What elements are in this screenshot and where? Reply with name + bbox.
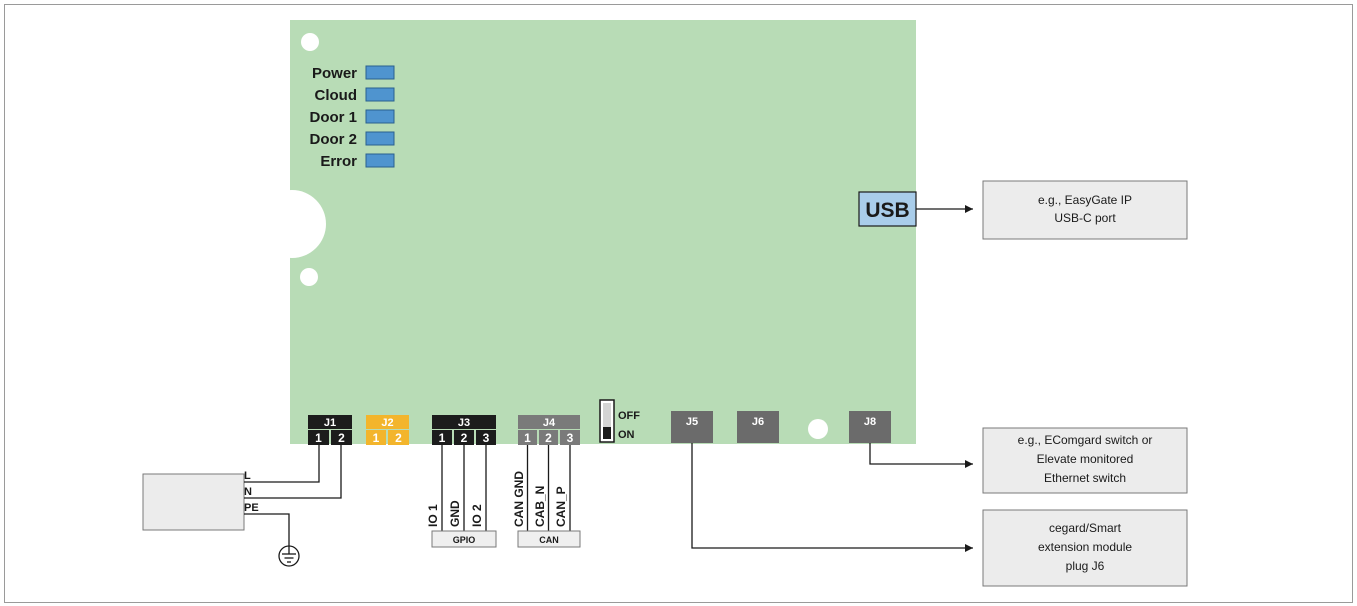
door-1-led — [365, 109, 395, 124]
j8-port-label: J8 — [864, 416, 876, 428]
extension-module-line-3: plug J6 — [1066, 559, 1105, 573]
mounting-cutout — [258, 190, 326, 258]
led-label-door-1: Door 1 — [309, 109, 357, 126]
j3-pin-2 — [454, 430, 474, 445]
gpio-tag-label: GPIO — [453, 535, 476, 545]
j4-pin-2-label: 2 — [545, 431, 552, 445]
can-signal-n: CAB_N — [533, 486, 547, 527]
wire-l-label: L — [244, 470, 251, 482]
j5-port — [671, 411, 713, 443]
diagram-frame — [4, 4, 1353, 603]
wire-n — [244, 445, 342, 499]
j6-port-label: J6 — [752, 416, 764, 428]
j3-title: J3 — [458, 417, 470, 429]
extension-module-box — [982, 509, 1188, 587]
j6-port — [737, 411, 779, 443]
switch-knob — [603, 427, 611, 439]
j3-pin-1 — [432, 430, 452, 445]
gpio-signal-gnd: GND — [448, 500, 462, 527]
can-tag — [517, 530, 581, 548]
j4-pin-1 — [518, 430, 537, 445]
j1-header — [308, 415, 352, 429]
j8-port — [849, 411, 891, 443]
j1-pin-2-label: 2 — [338, 431, 345, 445]
extension-module-line-1: cegard/Smart — [1049, 521, 1122, 535]
mounting-hole — [300, 268, 318, 286]
ethernet-switch-line-3: Ethernet switch — [1044, 471, 1126, 485]
j2-pin-2 — [388, 430, 409, 445]
j4-pin-3 — [560, 430, 580, 445]
wire-l — [244, 445, 320, 483]
error-led — [365, 153, 395, 168]
usb-target-box — [982, 180, 1188, 240]
j4-pin-3-label: 3 — [567, 431, 574, 445]
usb-target-line-1: e.g., EasyGate IP — [1038, 193, 1132, 207]
wire-pe-label: PE — [244, 502, 259, 514]
j2-pin-1-label: 1 — [373, 431, 380, 445]
cloud-led — [365, 87, 395, 102]
usb-target-line-2: USB-C port — [1054, 211, 1116, 225]
j4-header — [518, 415, 580, 429]
switch-on-label: ON — [618, 429, 635, 441]
can-signal-p: CAN_P — [554, 486, 568, 527]
power-led — [365, 65, 395, 80]
gpio-tag — [431, 530, 497, 548]
j4-title: J4 — [543, 417, 556, 429]
usb-port-label: USB — [865, 199, 909, 222]
wire-pe — [244, 513, 290, 546]
extension-module-line-2: extension module — [1038, 540, 1132, 554]
led-label-door-2: Door 2 — [309, 131, 357, 148]
j3-pin-3 — [476, 430, 496, 445]
j1-pin-2 — [331, 430, 352, 445]
gpio-signal-io1: IO 1 — [426, 504, 440, 527]
j1-pin-1 — [308, 430, 329, 445]
led-label-error: Error — [320, 153, 357, 170]
j8-arrow — [869, 443, 973, 468]
can-signal-gnd: CAN GND — [512, 471, 526, 527]
j5-port-label: J5 — [686, 416, 698, 428]
j4-pin-2 — [539, 430, 558, 445]
ground-icon — [278, 545, 300, 567]
ethernet-switch-line-1: e.g., EComgard switch or — [1018, 433, 1153, 447]
j3-header — [432, 415, 496, 429]
ethernet-switch-box — [982, 427, 1188, 494]
j3-pin-1-label: 1 — [439, 431, 446, 445]
power-supply-box — [142, 473, 245, 531]
switch-slot — [603, 403, 611, 427]
led-label-power: Power — [312, 65, 357, 82]
ethernet-switch-line-2: Elevate monitored — [1037, 452, 1134, 466]
gpio-signal-io2: IO 2 — [470, 504, 484, 527]
wire-n-label: N — [244, 486, 252, 498]
j4-pin-1-label: 1 — [524, 431, 531, 445]
j3-pin-3-label: 3 — [483, 431, 490, 445]
can-tag-label: CAN — [539, 535, 559, 545]
j5-arrow — [691, 443, 973, 552]
j2-header — [366, 415, 409, 429]
j3-pin-2-label: 2 — [461, 431, 468, 445]
j1-title: J1 — [324, 417, 336, 429]
j1-pin-1-label: 1 — [315, 431, 322, 445]
usb-port — [858, 191, 917, 227]
j2-pin-2-label: 2 — [395, 431, 402, 445]
j2-title: J2 — [381, 417, 393, 429]
switch-off-label: OFF — [618, 410, 640, 422]
mounting-hole — [301, 33, 319, 51]
door-2-led — [365, 131, 395, 146]
controller-board — [290, 20, 916, 444]
led-label-cloud: Cloud — [315, 87, 358, 104]
mounting-hole — [808, 419, 828, 439]
j2-pin-1 — [366, 430, 386, 445]
